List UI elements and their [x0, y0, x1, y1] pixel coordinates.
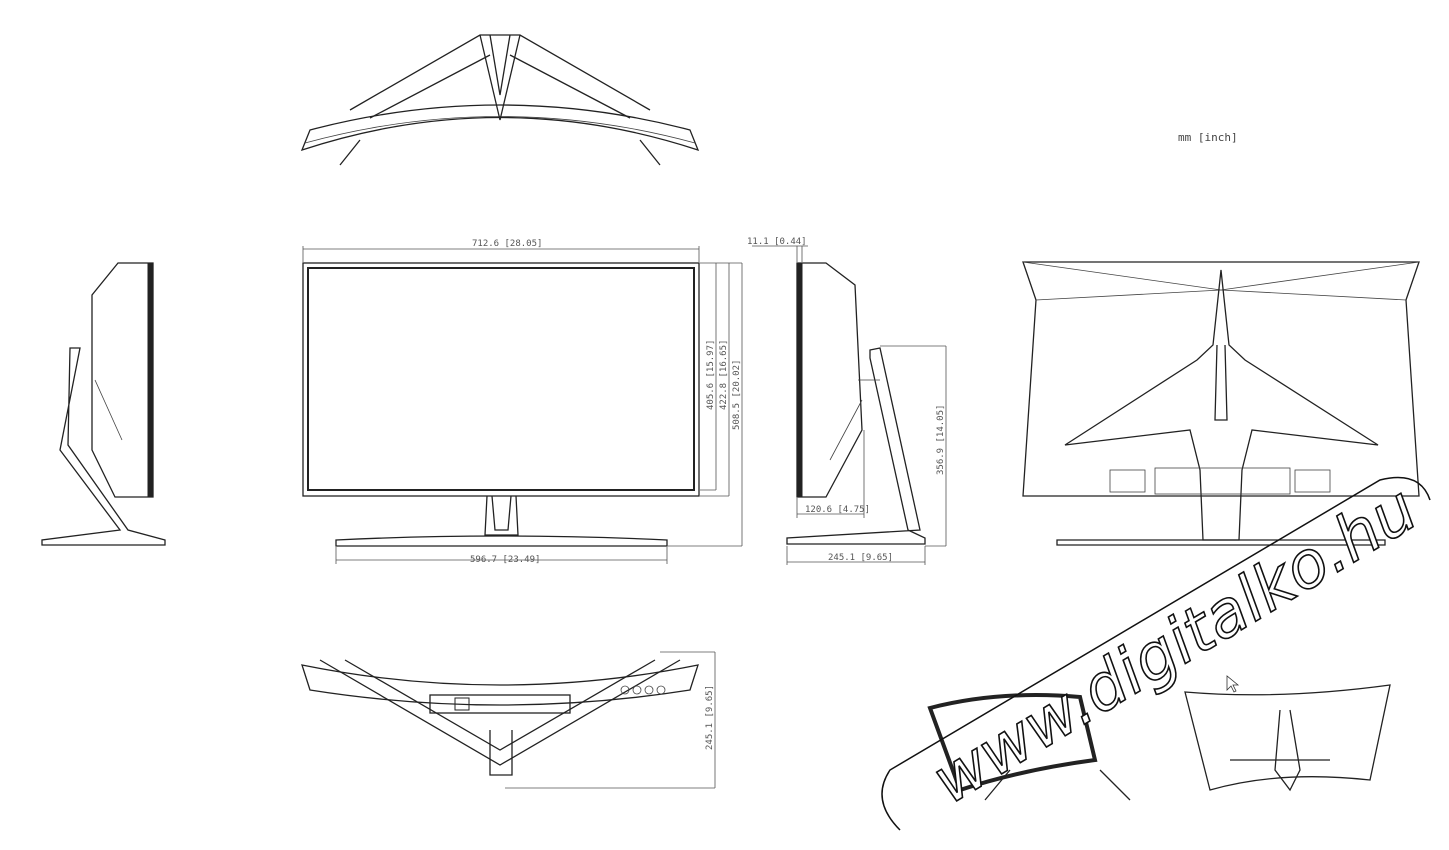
left-side-view: [41, 262, 166, 546]
dim-bottom-depth: 245.1 [9.65]: [705, 685, 715, 750]
watermark-text: www.digitalko.hu: [920, 472, 1429, 819]
units-label: mm [inch]: [1178, 131, 1238, 144]
right-side-view: 11.1 [0.44] 120.6 [4.75] 356.9 [14.05] 2…: [747, 237, 947, 565]
dim-stand-height: 356.9 [14.05]: [936, 405, 946, 475]
dim-front-width: 712.6 [28.05]: [472, 239, 542, 249]
mouse-cursor-icon: [1226, 675, 1240, 693]
watermark: www.digitalko.hu: [881, 471, 1431, 831]
dim-panel-thickness: 11.1 [0.44]: [747, 237, 807, 247]
dim-total-height: 508.5 [20.02]: [732, 360, 742, 430]
dim-body-depth: 120.6 [4.75]: [805, 505, 870, 515]
perspective-front-view: [927, 693, 1131, 801]
dim-panel-height: 422.8 [16.65]: [719, 340, 729, 410]
bottom-ports: [620, 685, 666, 695]
rear-view: [1022, 261, 1420, 546]
front-view: 712.6 [28.05] 405.6 [15.97] 422.8 [16.65…: [302, 239, 743, 565]
top-view: [300, 34, 700, 166]
perspective-rear-view: [1184, 684, 1391, 792]
bottom-view: 245.1 [9.65]: [301, 651, 716, 789]
dim-base-width: 596.7 [23.49]: [470, 555, 540, 565]
dim-screen-height: 405.6 [15.97]: [706, 340, 716, 410]
dim-side-base-depth: 245.1 [9.65]: [828, 553, 893, 563]
